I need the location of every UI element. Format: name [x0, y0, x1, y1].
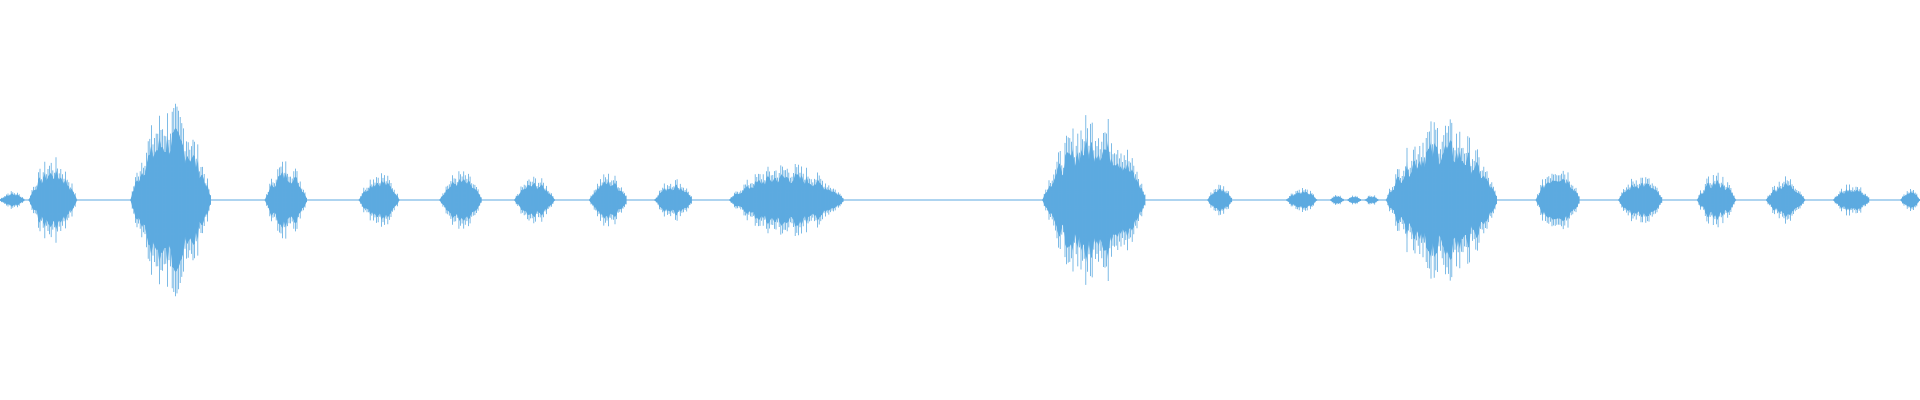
waveform-segment-peaks-17	[1535, 170, 1580, 230]
waveform-segment-peaks-19	[1696, 172, 1737, 228]
waveform-segment-peaks-16	[1385, 119, 1497, 281]
waveform-segment-peaks-10	[1042, 115, 1146, 285]
waveform-segment-peaks-8	[654, 179, 692, 221]
waveform-segment-peaks-3	[264, 161, 307, 239]
waveform-segment-peaks-5	[439, 171, 482, 229]
waveform-segment-peaks-13	[1330, 195, 1344, 205]
waveform-segment-peaks-0	[0, 191, 25, 209]
waveform-segment-peaks-21	[1833, 184, 1870, 216]
waveform-segment-peaks-2	[130, 103, 211, 297]
waveform-segment-peaks-6	[514, 176, 555, 224]
waveform-segment-peaks-7	[589, 173, 627, 227]
waveform-segment-peaks-18	[1618, 177, 1663, 223]
waveform-segment-peaks-15	[1364, 195, 1379, 205]
waveform-segment-peaks-1	[28, 157, 78, 243]
waveform-segment-peaks-14	[1347, 195, 1361, 205]
waveform-segment-peaks-11	[1207, 184, 1233, 216]
waveform-segment-peaks-22	[1900, 189, 1920, 211]
waveform-segment-peaks-12	[1286, 188, 1318, 212]
waveform-segment-peaks-9	[729, 164, 844, 236]
waveform-segment-peaks-20	[1766, 176, 1806, 224]
waveform-segment-peaks-4	[358, 173, 400, 227]
waveform-segments	[0, 103, 1920, 297]
